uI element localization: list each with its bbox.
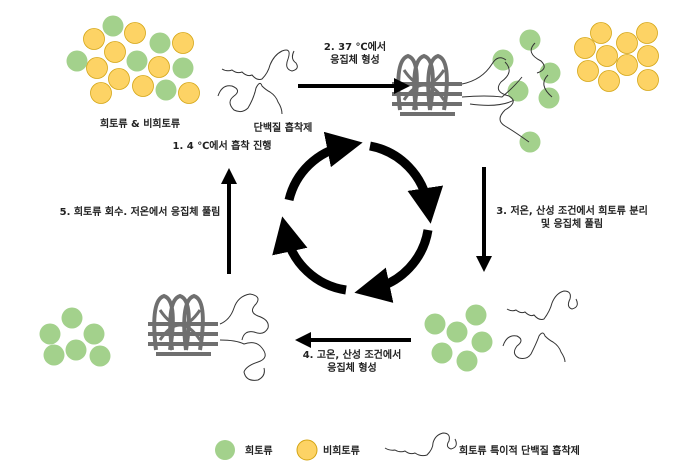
rare-earth-particle bbox=[471, 331, 493, 353]
rare-earth-particle bbox=[65, 339, 87, 361]
rare-earth-particle bbox=[39, 323, 61, 345]
non-rare-earth-particle bbox=[108, 68, 130, 90]
non-rare-earth-particle bbox=[172, 32, 194, 54]
non-rare-earth-particle bbox=[637, 45, 659, 67]
rare-earth-particle bbox=[431, 342, 453, 364]
rare-earth-particle bbox=[172, 57, 194, 79]
non-rare-earth-particle bbox=[124, 22, 146, 44]
legend-non-rare-earth-swatch bbox=[296, 439, 318, 461]
non-rare-earth-particle bbox=[574, 37, 596, 59]
rare-earth-particle bbox=[102, 15, 124, 37]
label-adsorbent: 단백질 흡착제 bbox=[254, 121, 313, 134]
rare-earth-particle bbox=[519, 131, 541, 153]
non-rare-earth-particle bbox=[616, 32, 638, 54]
legend-adsorbent-icon bbox=[384, 432, 457, 457]
rare-earth-particle bbox=[149, 32, 171, 54]
rare-earth-particle bbox=[424, 313, 446, 335]
label-step1: 1. 4 ℃에서 흡착 진행 bbox=[173, 139, 272, 152]
rare-earth-particle bbox=[61, 307, 83, 329]
rare-earth-particle bbox=[155, 79, 177, 101]
rare-earth-particle bbox=[126, 50, 148, 72]
rare-earth-particle bbox=[465, 304, 487, 326]
rare-earth-particle bbox=[456, 350, 478, 372]
non-rare-earth-particle bbox=[590, 22, 612, 44]
non-rare-earth-particle bbox=[86, 57, 108, 79]
legend-non-rare-earth-label: 비희토류 bbox=[323, 444, 360, 457]
label-step5: 5. 희토류 회수. 저온에서 응집체 풀림 bbox=[60, 205, 221, 218]
rare-earth-particle bbox=[492, 49, 514, 71]
legend-rare-earth-swatch bbox=[215, 440, 235, 460]
aggregate-bottom-left bbox=[148, 293, 218, 356]
label-step2-line1: 2. 37 ℃에서 bbox=[324, 40, 386, 53]
non-rare-earth-particle bbox=[637, 69, 659, 91]
complex-tethers bbox=[461, 42, 553, 143]
rare-earth-particle bbox=[538, 87, 560, 109]
aggregate-top-right bbox=[392, 53, 462, 116]
rare-earth-particle bbox=[507, 80, 529, 102]
protein-adsorbent-top bbox=[217, 49, 298, 115]
label-step3-line2: 및 응집체 풀림 bbox=[541, 217, 603, 230]
rare-earth-particle bbox=[519, 29, 541, 51]
legend-rare-earth-label: 희토류 bbox=[245, 444, 273, 457]
protein-adsorbent-bottom-right bbox=[502, 290, 578, 363]
label-mixture: 희토류 & 비희토류 bbox=[100, 117, 180, 130]
label-step4-line1: 4. 고온, 산성 조건에서 bbox=[303, 348, 402, 361]
cycle-arrows bbox=[272, 131, 444, 303]
legend-adsorbent-label: 희토류 특이적 단백질 흡착제 bbox=[459, 444, 580, 457]
non-rare-earth-particle bbox=[596, 45, 618, 67]
rare-earth-particle bbox=[89, 345, 111, 367]
label-step2-line2: 응집체 형성 bbox=[330, 53, 379, 66]
rare-earth-particle bbox=[539, 62, 561, 84]
non-rare-earth-particle bbox=[83, 28, 105, 50]
rare-earth-particle bbox=[446, 321, 468, 343]
non-rare-earth-particle bbox=[104, 41, 126, 63]
non-rare-earth-particle bbox=[90, 82, 112, 104]
particles bbox=[39, 15, 659, 372]
protein-adsorbent-bottom-left bbox=[219, 293, 269, 381]
non-rare-earth-particle bbox=[616, 54, 638, 76]
label-step3-line1: 3. 저온, 산성 조건에서 희토류 분리 bbox=[496, 204, 648, 217]
non-rare-earth-particle bbox=[636, 22, 658, 44]
non-rare-earth-particle bbox=[148, 56, 170, 78]
non-rare-earth-particle bbox=[178, 82, 200, 104]
non-rare-earth-particle bbox=[577, 60, 599, 82]
rare-earth-particle bbox=[66, 50, 88, 72]
rare-earth-particle bbox=[83, 323, 105, 345]
label-step4-line2: 응집체 형성 bbox=[327, 361, 376, 374]
rare-earth-particle bbox=[43, 344, 65, 366]
non-rare-earth-particle bbox=[132, 75, 154, 97]
non-rare-earth-particle bbox=[598, 70, 620, 92]
